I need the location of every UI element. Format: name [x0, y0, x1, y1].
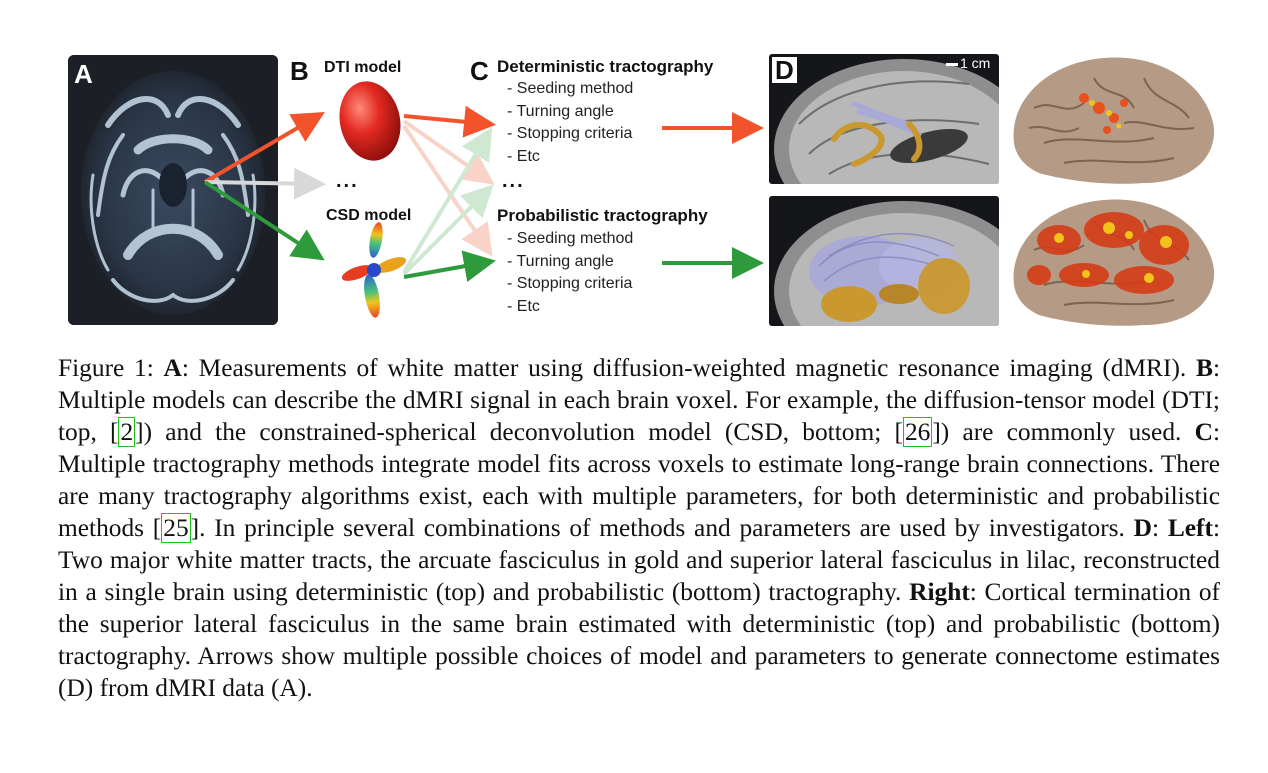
deterministic-param: - Etc — [507, 147, 540, 165]
deterministic-cortex-graphic — [1013, 57, 1215, 184]
arrow-dti-to-other — [402, 119, 495, 185]
deterministic-tract-image: 1 cm D — [769, 54, 999, 184]
model-ellipsis: ... — [336, 170, 359, 192]
arrow-dti-to-deterministic — [403, 105, 496, 138]
deterministic-param: - Stopping criteria — [507, 125, 633, 142]
arrows-diagram — [203, 81, 764, 318]
dmri-slice-graphic — [68, 55, 278, 325]
caption-a-label: A — [163, 354, 182, 382]
probabilistic-param: - Etc — [507, 297, 540, 315]
scale-bar-label: 1 cm — [960, 55, 991, 71]
figure: A — [0, 0, 1268, 340]
arrow-csd-to-other — [402, 184, 494, 276]
dmri-brain-image: A — [68, 55, 278, 325]
probabilistic-tract-image — [769, 196, 999, 326]
method-ellipsis: ... — [502, 170, 525, 192]
caption-left-label: Left — [1167, 514, 1213, 542]
citation-link[interactable]: 2 — [118, 417, 136, 447]
deterministic-param: - Turning angle — [507, 102, 614, 120]
probabilistic-cortex-graphic — [1013, 199, 1215, 326]
probabilistic-title: Probabilistic tractography — [497, 206, 708, 225]
dti-model-label: DTI model — [324, 59, 402, 76]
deterministic-param: - Seeding method — [507, 80, 634, 97]
probabilistic-cortex-image — [1004, 190, 1219, 330]
caption-a-text: : Measurements of white matter using dif… — [181, 354, 1187, 382]
probabilistic-param: - Turning angle — [507, 252, 614, 270]
caption-right-text: : Cortical termination of the superior l… — [58, 578, 1220, 702]
arrow-a-to-other — [204, 167, 326, 200]
citation-link[interactable]: 25 — [161, 513, 191, 543]
probabilistic-tract-graphic — [774, 201, 999, 326]
citation-link[interactable]: 26 — [902, 417, 933, 447]
probabilistic-param: - Seeding method — [507, 230, 634, 247]
caption-c-text: : Multiple tractography methods integrat… — [58, 418, 1220, 542]
caption-d-separator: : — [1152, 514, 1168, 542]
csd-glyph-icon — [341, 222, 407, 318]
deterministic-params: - Seeding method - Turning angle - Stopp… — [507, 78, 633, 168]
panel-c-label: C — [470, 56, 489, 86]
scale-bar — [946, 63, 958, 66]
csd-model-label: CSD model — [326, 207, 412, 224]
deterministic-tract-graphic — [774, 59, 999, 184]
arrow-csd-to-probabilistic — [403, 250, 496, 282]
figure-caption: Figure 1: A: Measurements of white matte… — [58, 352, 1220, 704]
caption-d-label: D — [1133, 514, 1153, 542]
arrow-dti-to-probabilistic — [402, 124, 493, 257]
probabilistic-param: - Stopping criteria — [507, 275, 633, 292]
caption-b-text: : Multiple models can describe the dMRI … — [58, 354, 1220, 446]
caption-c-text: ]. In principle several combinations of … — [190, 514, 1125, 542]
arrow-a-to-csd — [203, 180, 325, 261]
deterministic-title: Deterministic tractography — [497, 57, 714, 76]
dti-ellipsoid-icon — [339, 81, 401, 161]
caption-b-label: B — [1196, 354, 1213, 382]
figure-label: Figure 1: — [58, 354, 154, 382]
caption-b-text: ]) and the constrained-spherical deconvo… — [135, 418, 903, 446]
deterministic-cortex-image — [1004, 48, 1219, 188]
probabilistic-params: - Seeding method - Turning angle - Stopp… — [507, 228, 633, 318]
arrow-csd-to-deterministic — [402, 127, 493, 274]
caption-b-text: ]) are commonly used. — [932, 418, 1182, 446]
arrow-a-to-dti — [203, 111, 325, 184]
panel-a-label: A — [74, 59, 93, 89]
panel-d-label: D — [772, 57, 797, 83]
panel-b-label: B — [290, 56, 309, 86]
caption-c-label: C — [1194, 418, 1213, 446]
caption-right-label: Right — [909, 578, 970, 606]
caption-left-text: : Two major white matter tracts, the arc… — [58, 514, 1221, 606]
